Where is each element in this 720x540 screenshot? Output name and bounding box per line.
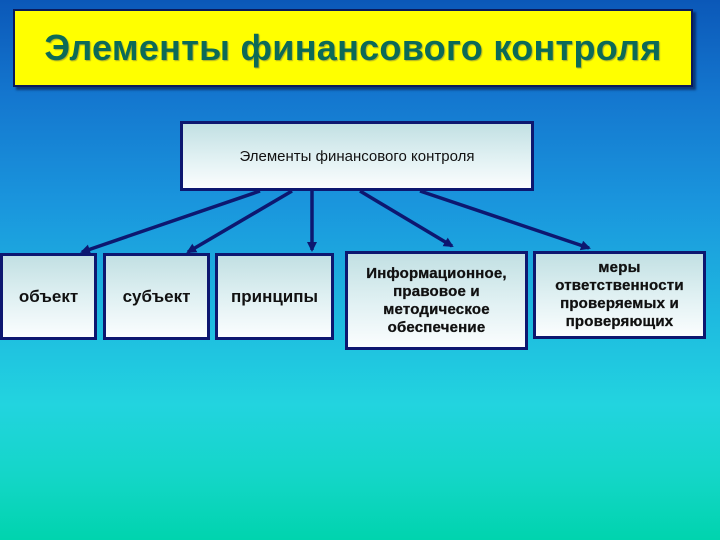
- node-line: проверяемых и: [560, 295, 679, 312]
- node-line: методическое: [383, 300, 490, 318]
- node-label: объект: [18, 286, 79, 306]
- node-line: меры: [598, 259, 641, 276]
- arrow-to-support: [359, 189, 454, 248]
- arrow-to-object: [80, 189, 261, 255]
- node-subject: субъект: [103, 253, 210, 340]
- node-label: субъект: [122, 286, 191, 306]
- root-node: Элементы финансового контроля: [180, 121, 534, 191]
- node-object: объект: [0, 253, 97, 340]
- node-responsibility-measures: меры ответственности проверяемых и прове…: [533, 251, 706, 339]
- arrow-to-subject: [186, 189, 293, 254]
- node-label: принципы: [230, 286, 319, 306]
- node-line: обеспечение: [387, 318, 486, 336]
- slide-title-box: Элементы финансового контроля: [13, 9, 693, 87]
- node-line: ответственности: [555, 277, 684, 294]
- node-line: проверяющих: [565, 313, 674, 330]
- root-node-label: Элементы финансового контроля: [239, 147, 475, 165]
- slide-title: Элементы финансового контроля: [44, 27, 662, 68]
- node-information-support: Информационное, правовое и методическое …: [345, 251, 528, 350]
- node-principles: принципы: [215, 253, 334, 340]
- arrow-to-responsibility: [419, 189, 591, 251]
- node-line: правовое и: [393, 282, 480, 300]
- node-line: Информационное,: [366, 264, 507, 282]
